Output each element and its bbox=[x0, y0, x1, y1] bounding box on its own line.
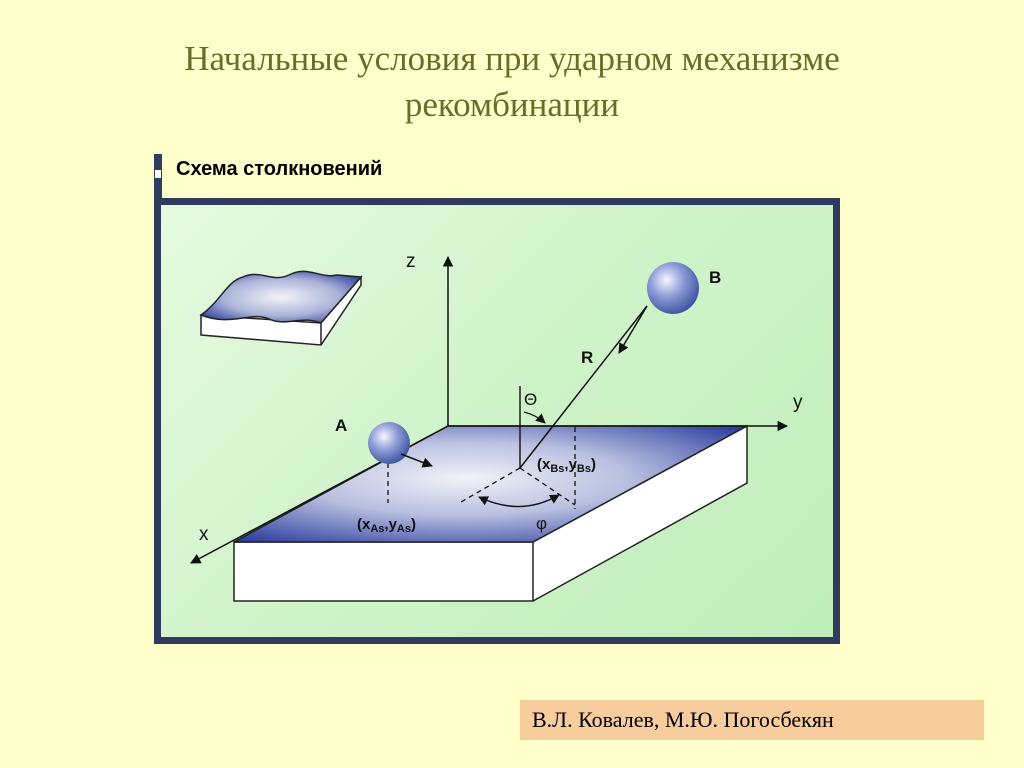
collision-diagram: z y x A B R Θ φ (xAs,yAs) (xBs,yBs) bbox=[190, 251, 803, 602]
particle-a bbox=[368, 422, 410, 464]
phi-label: φ bbox=[536, 514, 547, 533]
phi-arc bbox=[478, 494, 560, 508]
theta-arc bbox=[523, 411, 546, 424]
particle-a-velocity bbox=[400, 453, 433, 468]
theta-label: Θ bbox=[524, 390, 537, 409]
figure-label-marker bbox=[154, 154, 162, 206]
x-axis-label: x bbox=[199, 524, 209, 545]
vector-r-label: R bbox=[581, 348, 593, 367]
title-line-2: рекомбинации bbox=[404, 85, 620, 124]
y-axis-label: y bbox=[793, 392, 803, 413]
projection-lines bbox=[387, 427, 576, 509]
z-axis-label: z bbox=[406, 251, 416, 272]
slide-title: Начальные условия при ударном механизме … bbox=[60, 36, 964, 128]
particle-b bbox=[647, 262, 699, 314]
inset-surface-sample bbox=[199, 270, 363, 346]
title-line-1: Начальные условия при ударном механизме bbox=[184, 39, 840, 78]
author-credits: В.Л. Ковалев, М.Ю. Погосбекян bbox=[520, 700, 984, 740]
particle-b-label: B bbox=[709, 268, 721, 287]
particle-a-label: A bbox=[335, 416, 347, 435]
r-vector-arrow bbox=[618, 305, 648, 354]
figure-label: Схема столкновений bbox=[176, 158, 383, 180]
r-vector-line bbox=[519, 305, 648, 469]
collision-diagram-frame: z y x A B R Θ φ (xAs,yAs) (xBs,yBs) bbox=[154, 198, 840, 644]
surface-slab bbox=[233, 424, 748, 602]
